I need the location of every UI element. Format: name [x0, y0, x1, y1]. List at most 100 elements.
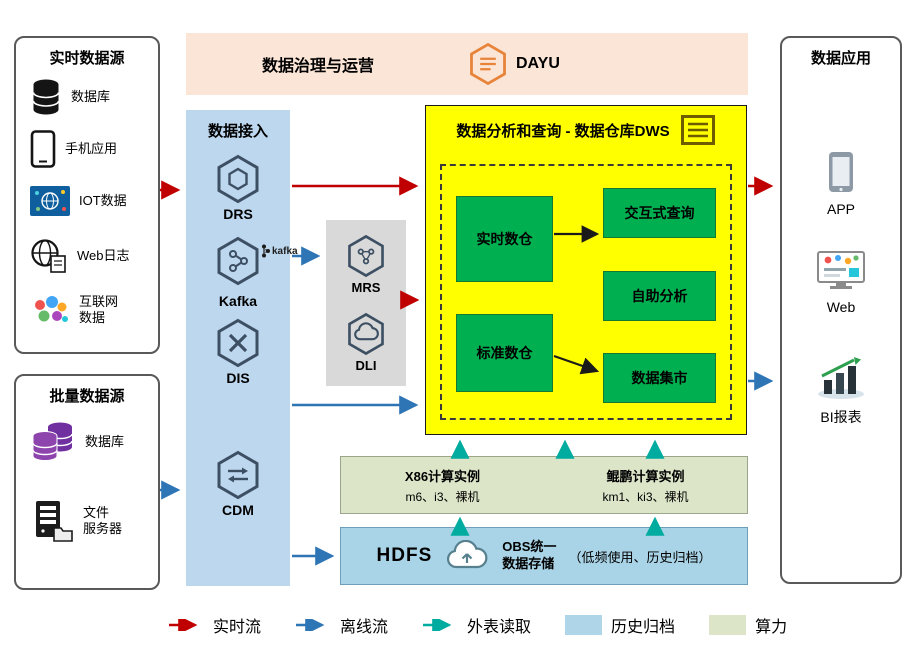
dws-document-icon: [680, 114, 716, 146]
dws-title-row: 数据分析和查询 - 数据仓库DWS: [426, 114, 746, 146]
cdm-hexagon-icon: [215, 450, 261, 500]
mrs-hexagon-icon: [346, 234, 386, 278]
legend-label: 实时流: [213, 619, 262, 636]
dis-hexagon-icon: [215, 318, 261, 368]
realtime-arrow-icon: [168, 619, 204, 631]
list-item: 数据库: [30, 420, 124, 464]
ingestion-item-label: Kafka: [218, 293, 258, 309]
ingestion-item-label: CDM: [222, 502, 254, 518]
compute-cluster-kunpeng: 鲲鹏计算实例 km1、ki3、裸机: [544, 457, 747, 513]
hdfs-title: HDFS: [376, 545, 433, 566]
dws-panel: 数据分析和查询 - 数据仓库DWS 实时数仓 标准数仓 交互式查询 自助分析 数…: [425, 105, 747, 435]
list-item: 互联网 数据: [30, 294, 118, 327]
list-item: IOT数据: [30, 186, 127, 216]
database-purple-icon: [30, 420, 76, 464]
list-item: 数据库: [30, 78, 110, 116]
dayu-hexagon-icon: [468, 42, 508, 86]
obs-storage-note: （低频使用、历史归档）: [568, 549, 712, 565]
dws-title: 数据分析和查询 - 数据仓库DWS: [456, 122, 670, 140]
governance-banner: 数据治理与运营 DAYU: [186, 33, 748, 95]
app-item-label: Web: [826, 299, 856, 315]
legend-item-external-read: 外表读取: [422, 613, 531, 637]
storage-panel: HDFS OBS统一 数据存储 （低频使用、历史归档）: [340, 527, 748, 585]
bi-report-icon: [816, 356, 866, 400]
source-label: 文件 服务器: [83, 504, 123, 536]
node-interactive-query: 交互式查询: [603, 188, 716, 238]
cluster-detail: m6、i3、裸机: [405, 489, 480, 504]
legend-item-offline: 离线流: [295, 613, 388, 637]
dli-cloud-hexagon-icon: [346, 312, 386, 356]
batch-sources-title: 批量数据源: [49, 388, 125, 405]
weblog-icon: [30, 238, 68, 274]
ingestion-item-label: DIS: [226, 370, 250, 386]
ingestion-item-dis: DIS: [186, 318, 290, 386]
applications-title: 数据应用: [810, 50, 871, 67]
source-label: IOT数据: [79, 192, 127, 208]
app-item-label: APP: [826, 201, 855, 217]
source-label: 数据库: [85, 433, 125, 449]
middleware-item-dli: DLI: [326, 312, 406, 373]
ingestion-item-label: DRS: [223, 206, 253, 222]
archive-swatch: [565, 615, 603, 635]
app-item-label: BI报表: [820, 409, 862, 425]
cluster-title: X86计算实例: [404, 468, 481, 484]
ingestion-title: 数据接入: [207, 123, 268, 140]
middleware-panel: MRS DLI: [326, 220, 406, 386]
database-icon: [30, 78, 62, 116]
app-item-web: Web: [782, 250, 900, 315]
source-label: 数据库: [71, 88, 111, 104]
ingestion-item-cdm: CDM: [186, 450, 290, 518]
file-server-icon: [30, 500, 74, 542]
ingestion-item-drs: DRS: [186, 154, 290, 222]
compute-cluster-x86: X86计算实例 m6、i3、裸机: [341, 457, 544, 513]
obs-storage-label: OBS统一 数据存储: [502, 539, 557, 571]
app-phone-icon: [824, 150, 858, 194]
compute-panel: X86计算实例 m6、i3、裸机 鲲鹏计算实例 km1、ki3、裸机: [340, 456, 748, 514]
dayu-brand: DAYU: [468, 42, 560, 86]
kafka-logo-icon: [261, 244, 270, 258]
legend: 实时流 离线流 外表读取 历史归档 算力: [168, 613, 787, 637]
drs-hexagon-icon: [215, 154, 261, 204]
source-label: 互联网 数据: [79, 294, 119, 326]
app-item-app: APP: [782, 150, 900, 217]
offline-arrow-icon: [295, 619, 331, 631]
dws-dashed-region: [440, 164, 732, 420]
iot-icon: [30, 186, 70, 216]
cluster-detail: km1、ki3、裸机: [602, 489, 689, 504]
node-data-mart: 数据集市: [603, 353, 716, 403]
legend-item-compute: 算力: [709, 613, 787, 637]
realtime-sources-title: 实时数据源: [49, 50, 125, 67]
legend-item-archive: 历史归档: [565, 613, 675, 637]
middleware-item-label: MRS: [351, 280, 381, 295]
web-monitor-icon: [816, 250, 866, 292]
node-standard-warehouse: 标准数仓: [456, 314, 553, 392]
governance-title: 数据治理与运营: [262, 58, 375, 75]
ingestion-item-kafka: kafka Kafka: [186, 236, 298, 309]
node-selfservice-analysis: 自助分析: [603, 271, 716, 321]
source-label: 手机应用: [65, 140, 118, 156]
node-realtime-warehouse: 实时数仓: [456, 196, 553, 282]
list-item: Web日志: [30, 238, 130, 274]
dayu-brand-name: DAYU: [516, 55, 560, 72]
legend-item-realtime: 实时流: [168, 613, 261, 637]
legend-label: 离线流: [340, 619, 389, 636]
external-read-arrow-icon: [422, 619, 458, 631]
kafka-wordmark: kafka: [261, 244, 298, 258]
kafka-hexagon-icon: [215, 236, 261, 286]
applications-panel: 数据应用 APP Web BI报表: [780, 36, 902, 584]
batch-sources-panel: 批量数据源 数据库 文件 服务器: [14, 374, 160, 590]
legend-label: 算力: [755, 619, 788, 636]
source-label: Web日志: [77, 247, 130, 263]
phone-icon: [30, 130, 56, 168]
cluster-title: 鲲鹏计算实例: [606, 468, 685, 484]
app-item-bi: BI报表: [782, 356, 900, 427]
legend-label: 历史归档: [611, 619, 676, 636]
middleware-item-mrs: MRS: [326, 234, 406, 295]
obs-cloud-icon: [444, 540, 490, 572]
list-item: 手机应用: [30, 130, 117, 168]
list-item: 文件 服务器: [30, 500, 122, 542]
kafka-brand-text: kafka: [272, 245, 298, 257]
internet-data-icon: [30, 295, 70, 325]
legend-label: 外表读取: [467, 619, 532, 636]
